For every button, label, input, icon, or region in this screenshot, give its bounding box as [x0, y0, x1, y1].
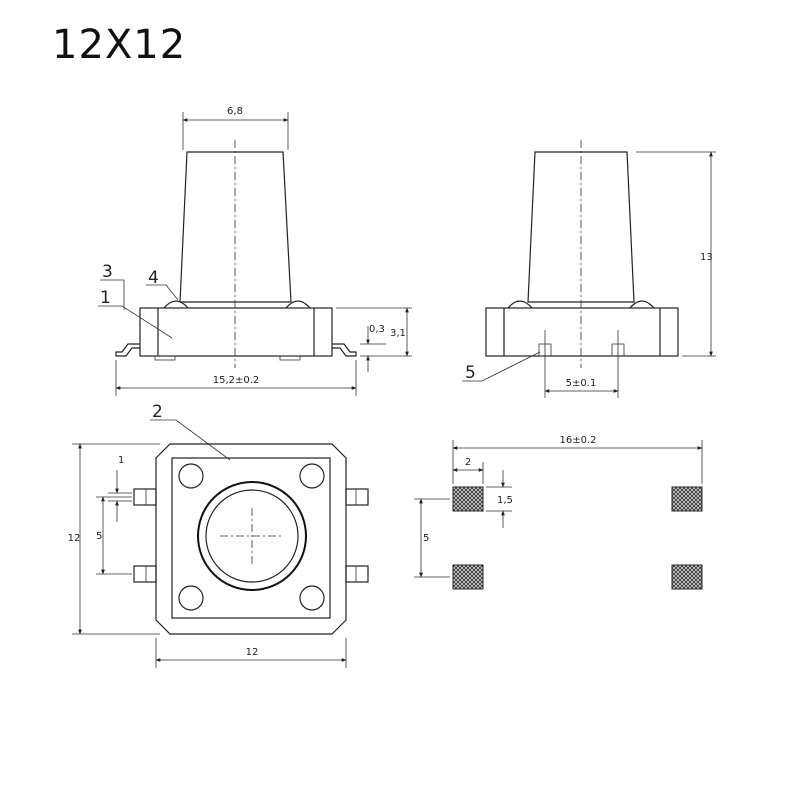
dim-thickness: 0,3	[369, 324, 385, 335]
top-view: 12 5 1 12 2	[68, 402, 369, 668]
dim-lead-pitch: 5	[96, 531, 102, 542]
footprint-view: 16±0.2 2 1,5 5	[414, 435, 703, 590]
front-view: 6,8 3,1 0,3 15,2±0.2 3 4 1	[98, 106, 412, 396]
side-view: 13 5±0.1 5	[462, 140, 716, 398]
dim-total-height: 13	[700, 252, 713, 263]
dim-pitch: 5±0.1	[566, 378, 597, 389]
callout-4: 4	[148, 268, 159, 288]
dim-pad-height: 1,5	[497, 495, 513, 506]
dim-top-height: 12	[68, 533, 81, 544]
callout-2: 2	[152, 402, 163, 422]
page-title: 12X12	[52, 22, 187, 68]
dim-pad-width: 2	[465, 457, 471, 468]
dim-top-width: 12	[246, 647, 259, 658]
callout-1: 1	[100, 288, 111, 308]
dim-length: 15,2±0.2	[213, 375, 260, 386]
pad-bottom-right	[671, 564, 703, 590]
dim-lead-width: 1	[118, 455, 124, 466]
pad-top-left	[452, 486, 484, 512]
dim-footprint-span: 16±0.2	[559, 435, 596, 446]
callout-3: 3	[102, 262, 113, 282]
pad-top-right	[671, 486, 703, 512]
dim-height: 3,1	[390, 328, 406, 339]
dim-width-top: 6,8	[227, 106, 243, 117]
pad-bottom-left	[452, 564, 484, 590]
callout-5: 5	[465, 363, 476, 383]
dim-footprint-pitch: 5	[423, 533, 429, 544]
